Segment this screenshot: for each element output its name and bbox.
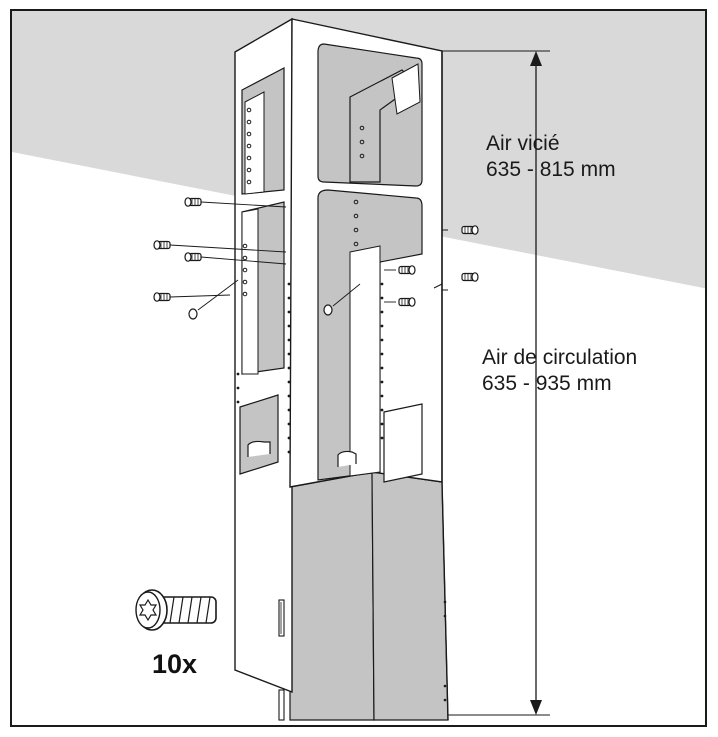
dimension-arrow-icon [442,50,550,716]
lower-back-panel-left [289,471,375,721]
illustration-frame: Air vicié 635 - 815 mm Air de circulatio… [10,9,707,727]
screw-quantity: 10x [152,649,198,679]
mounting-screws [153,197,479,320]
exhaust-air-range: 635 - 815 mm [486,158,616,181]
lower-back-panel-right [371,471,449,721]
torx-screw-icon [135,589,217,631]
perforation-holes [242,107,365,297]
lower-cutout-right [383,403,423,483]
upper-window-rail [349,69,417,183]
lower-cutout-left [239,394,279,475]
chimney-bracket-illustration [12,11,705,721]
recirculation-title: Air de circulation [482,346,638,369]
exhaust-air-title: Air vicié [486,132,560,155]
recirculation-range: 635 - 935 mm [482,372,612,395]
